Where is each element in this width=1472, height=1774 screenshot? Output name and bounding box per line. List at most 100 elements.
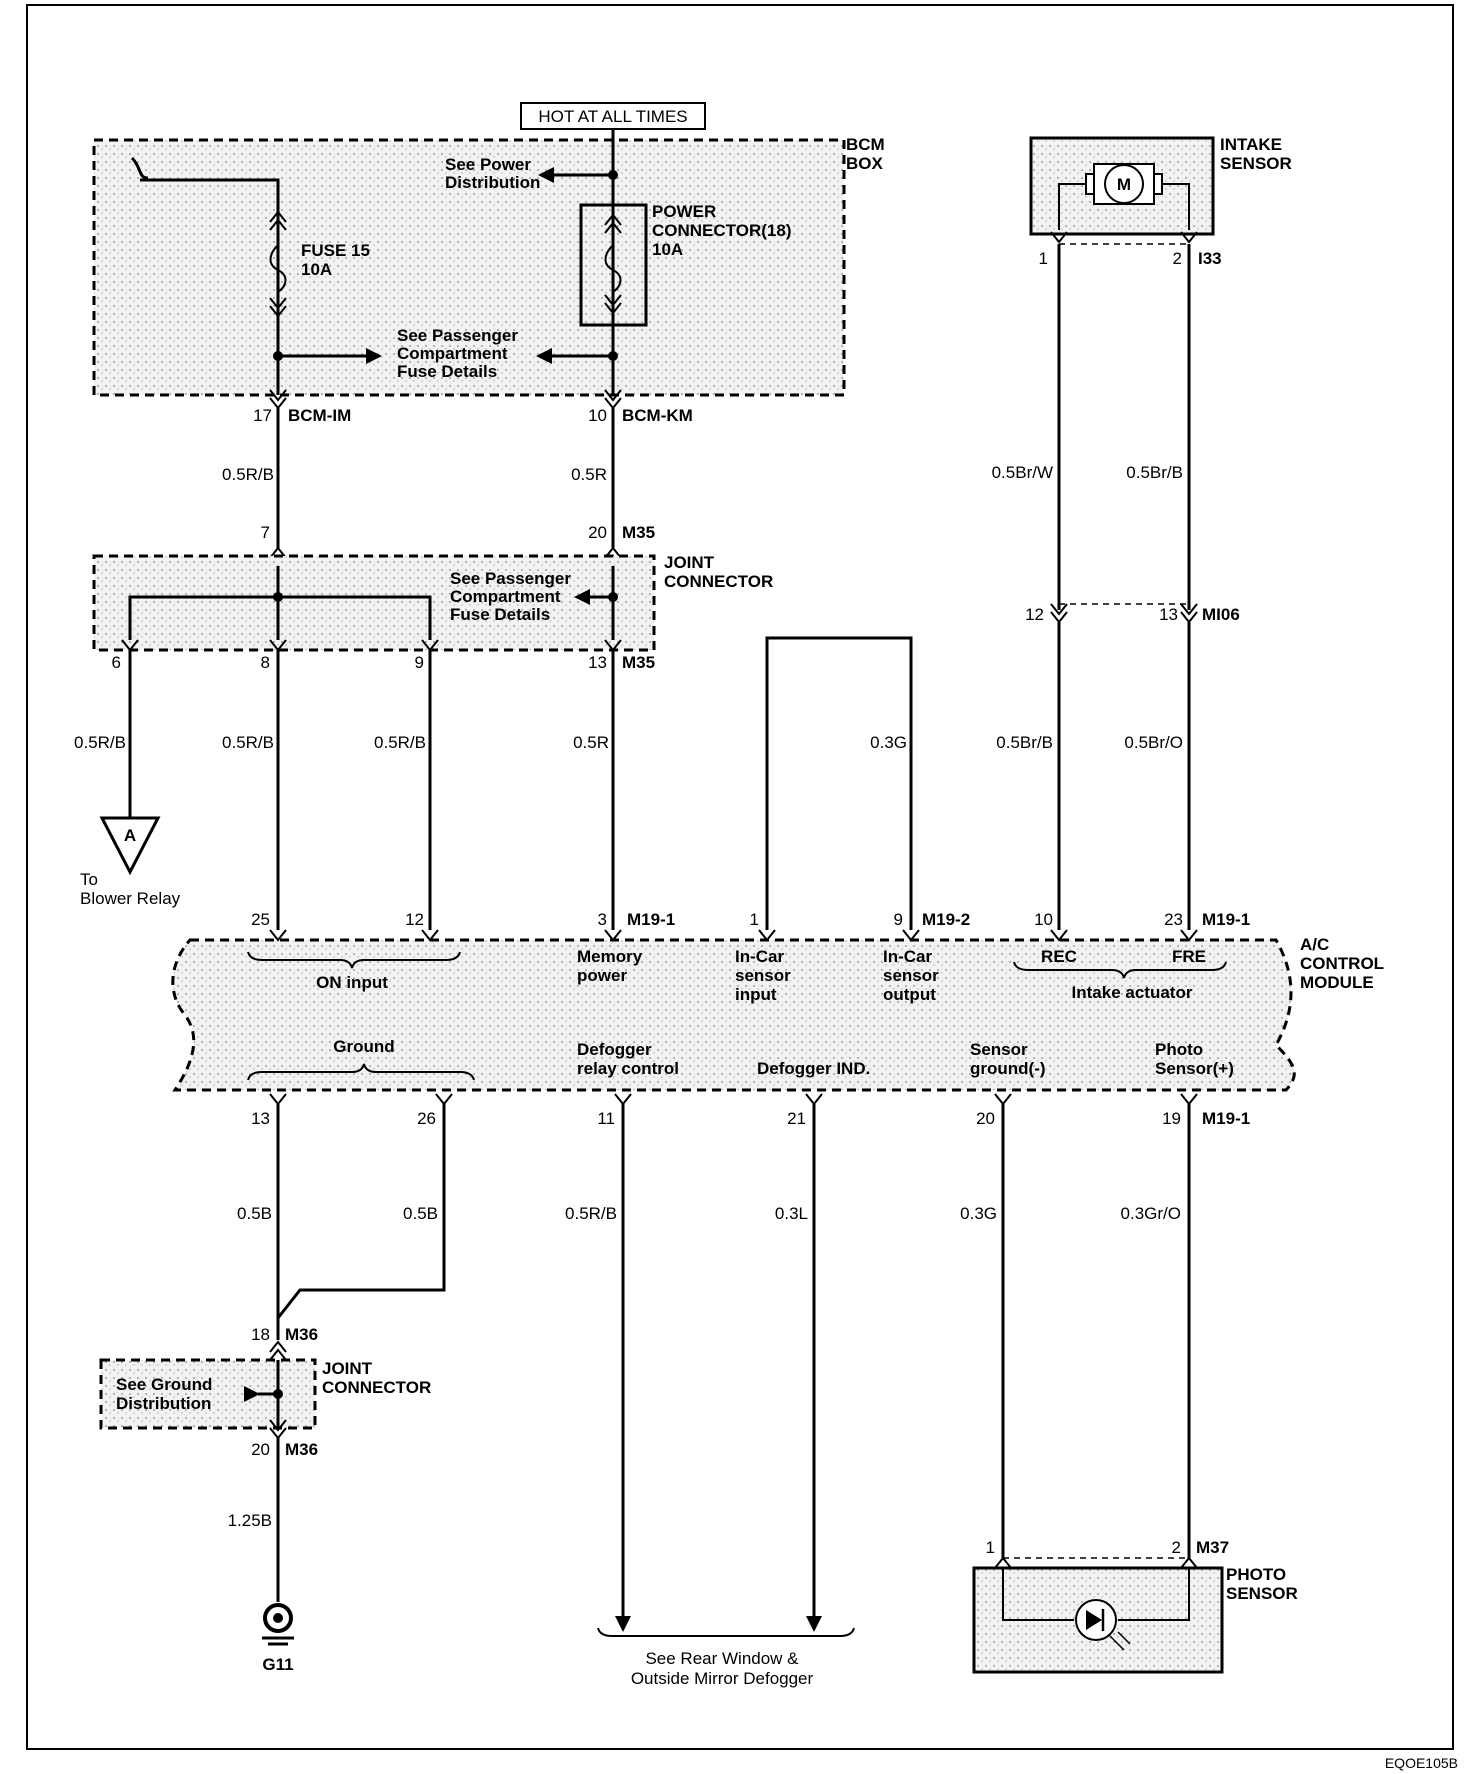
wire-label: 0.5R/B <box>74 733 126 752</box>
conn-m19-1: M19-1 <box>627 910 675 929</box>
incar-input-1: In-Car <box>735 947 785 966</box>
conn-m19-1: M19-1 <box>1202 910 1250 929</box>
to-blower-1: To <box>80 870 98 889</box>
conn-m36: M36 <box>285 1440 318 1459</box>
incar-output-1: In-Car <box>883 947 933 966</box>
arrow-left-icon <box>536 348 552 364</box>
fuse-15-label: FUSE 15 <box>301 241 370 260</box>
module-pin-3: 3 <box>598 910 607 929</box>
connector-pin-icon <box>1050 929 1068 942</box>
arrow-left-icon <box>574 589 590 605</box>
conn-m37: M37 <box>1196 1538 1229 1557</box>
sensor-ground-1: Sensor <box>970 1040 1028 1059</box>
pin-7: 7 <box>261 523 270 542</box>
defogger-ref-1: See Rear Window & <box>645 1649 799 1668</box>
defogger-relay-2: relay control <box>577 1059 679 1078</box>
wire-label: 0.3L <box>775 1204 808 1223</box>
wire-label: 0.5Br/O <box>1124 733 1183 752</box>
power-connector-label-2: CONNECTOR(18) <box>652 221 791 240</box>
module-pin-10: 10 <box>1034 910 1053 929</box>
photo-sensor-plus-1: Photo <box>1155 1040 1203 1059</box>
defogger-ind-label: Defogger IND. <box>757 1059 870 1078</box>
conn-m36: M36 <box>285 1325 318 1344</box>
connector-pin-icon <box>604 929 622 942</box>
joint-connector-1 <box>92 554 656 652</box>
power-connector-label-1: POWER <box>652 202 716 221</box>
photo-pin-1: 1 <box>986 1538 995 1557</box>
defogger-relay-1: Defogger <box>577 1040 652 1059</box>
power-connector-box <box>579 203 648 327</box>
pin-6: 6 <box>112 653 121 672</box>
wire-label: 0.5Br/B <box>1126 463 1183 482</box>
photo-sensor-label-2: SENSOR <box>1226 1584 1298 1603</box>
connector-pin-icon <box>269 929 287 942</box>
intake-actuator-label: Intake actuator <box>1072 983 1193 1002</box>
motor-letter: M <box>1117 175 1131 194</box>
pin-8: 8 <box>261 653 270 672</box>
fuse-15-rating: 10A <box>301 260 332 279</box>
arrow-right-icon <box>244 1386 260 1402</box>
module-pin-26: 26 <box>417 1109 436 1128</box>
ground-label: Ground <box>333 1037 394 1056</box>
module-pin-23: 23 <box>1164 910 1183 929</box>
connector-pin-icon <box>758 929 776 942</box>
to-blower-2: Blower Relay <box>80 889 181 908</box>
see-power-distribution-2: Distribution <box>445 173 540 192</box>
joint-connector-1-label-2: CONNECTOR <box>664 572 773 591</box>
module-pin-11: 11 <box>597 1109 615 1128</box>
figure-code: EQOE105B <box>1385 1755 1458 1771</box>
incar-output-2: sensor <box>883 966 939 985</box>
connector-pin-icon <box>1050 231 1068 244</box>
intake-pin-1: 1 <box>1039 249 1048 268</box>
joint2-pin-20: 20 <box>251 1440 270 1459</box>
incar-input-2: sensor <box>735 966 791 985</box>
conn-m35: M35 <box>622 523 655 542</box>
see-power-distribution-1: See Power <box>445 155 531 174</box>
module-pin-21: 21 <box>787 1109 806 1128</box>
wire-label: 0.5R <box>573 733 609 752</box>
see-passenger-j-1: See Passenger <box>450 569 571 588</box>
photo-sensor-label-1: PHOTO <box>1226 1565 1286 1584</box>
connector-pin-icon <box>994 1556 1012 1569</box>
joint2-pin-18: 18 <box>251 1325 270 1344</box>
wire-label: 0.5R/B <box>222 465 274 484</box>
connector-pin-icon <box>269 1093 287 1106</box>
intake-sensor-label-1: INTAKE <box>1220 135 1282 154</box>
joint-connector-2-label-1: JOINT <box>322 1359 373 1378</box>
intake-pin-13: 13 <box>1159 605 1178 624</box>
module-label-3: MODULE <box>1300 973 1374 992</box>
connector-pin-icon <box>1180 1093 1198 1106</box>
off-page-connector-a <box>99 816 161 876</box>
hot-at-all-times-label: HOT AT ALL TIMES <box>538 107 687 126</box>
wire-label: 1.25B <box>228 1511 272 1530</box>
wire-label: 0.5Br/B <box>996 733 1053 752</box>
see-passenger-j-3: Fuse Details <box>450 605 550 624</box>
module-pin-1: 1 <box>750 910 759 929</box>
ground-brace <box>247 1063 475 1081</box>
joint-connector-2-label-2: CONNECTOR <box>322 1378 431 1397</box>
arrow-right-icon <box>366 348 382 364</box>
fuse-15-icon <box>269 210 287 318</box>
connector-pin-icon <box>1180 929 1198 942</box>
see-passenger-3: Fuse Details <box>397 362 497 381</box>
wire-label: 0.3G <box>960 1204 997 1223</box>
on-input-label: ON input <box>316 973 388 992</box>
power-connector-rating: 10A <box>652 240 683 259</box>
pin-20: 20 <box>588 523 607 542</box>
module-pin-13: 13 <box>251 1109 270 1128</box>
intake-sensor-label-2: SENSOR <box>1220 154 1292 173</box>
pin-9: 9 <box>415 653 424 672</box>
conn-bcm-km: BCM-KM <box>622 406 693 425</box>
bcm-box-label-1: BCM <box>846 135 885 154</box>
module-label-2: CONTROL <box>1300 954 1384 973</box>
rec-label: REC <box>1041 947 1077 966</box>
conn-m19-2: M19-2 <box>922 910 970 929</box>
connector-pin-icon <box>435 1093 453 1106</box>
pin-13: 13 <box>588 653 607 672</box>
outer-frame <box>26 4 1454 1750</box>
wire-label: 0.5R/B <box>565 1204 617 1223</box>
photo-pin-2: 2 <box>1172 1538 1181 1557</box>
module-pin-12: 12 <box>405 910 424 929</box>
conn-bcm-im: BCM-IM <box>288 406 351 425</box>
